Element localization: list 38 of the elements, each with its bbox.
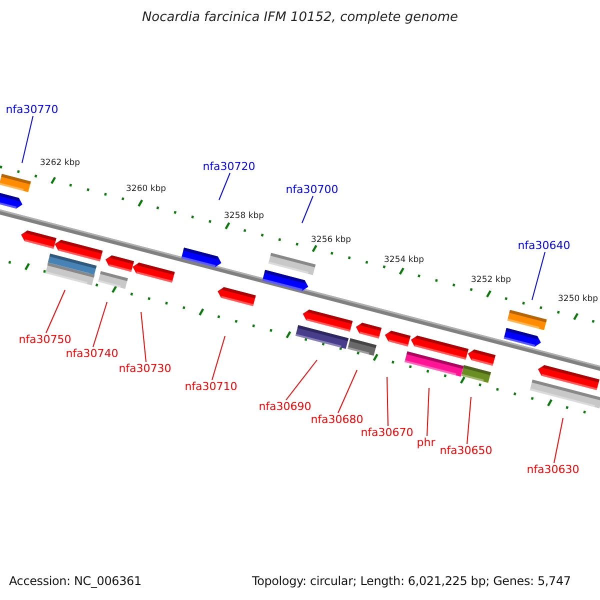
leader-line bbox=[46, 290, 66, 334]
leader-line bbox=[386, 376, 388, 426]
leader-line bbox=[92, 302, 108, 348]
gene-label: nfa30680 bbox=[310, 413, 364, 426]
title: Nocardia farcinica IFM 10152, complete genome bbox=[140, 10, 460, 25]
scale-label: 3260 kbp bbox=[126, 184, 166, 194]
gene-label: nfa30630 bbox=[526, 463, 580, 476]
leader-line bbox=[466, 396, 472, 444]
leader-line bbox=[140, 312, 146, 362]
leader-line bbox=[212, 336, 226, 380]
gene-label: nfa30700 bbox=[286, 183, 338, 196]
gene-label: nfa30710 bbox=[184, 380, 238, 393]
scale-label: 3262 kbp bbox=[40, 158, 80, 168]
leader-line bbox=[286, 360, 318, 400]
gene-label: nfa30650 bbox=[440, 444, 492, 457]
leader-line bbox=[426, 388, 430, 436]
gene-label: nfa30690 bbox=[258, 400, 312, 413]
gene-label: nfa30770 bbox=[6, 103, 58, 116]
gene-label: nfa30750 bbox=[18, 333, 72, 346]
gene-label: phr bbox=[416, 436, 436, 449]
gene-label: nfa30720 bbox=[202, 160, 256, 173]
gene-label: nfa30740 bbox=[66, 347, 118, 360]
leader-line bbox=[22, 116, 34, 164]
leader-line bbox=[338, 370, 358, 414]
gene-label: nfa30670 bbox=[360, 426, 414, 439]
scale-label: 3254 kbp bbox=[384, 255, 424, 265]
scale-label: 3258 kbp bbox=[224, 211, 264, 221]
footer-text: Accession: NC_006361 bbox=[9, 574, 142, 588]
scale-label: 3256 kbp bbox=[311, 235, 352, 245]
leader-line bbox=[532, 252, 546, 300]
scale-label: 3250 kbp bbox=[558, 294, 598, 304]
gene-label: nfa30640 bbox=[518, 239, 570, 252]
gene-label: nfa30730 bbox=[118, 362, 172, 375]
leader-line bbox=[302, 196, 314, 224]
footer-text: Topology: circular; Length: 6,021,225 bp; Genes: 5,747 bbox=[252, 574, 571, 588]
scale-label: 3252 kbp bbox=[471, 275, 512, 285]
leader-line bbox=[554, 418, 564, 464]
leader-line bbox=[218, 172, 230, 200]
